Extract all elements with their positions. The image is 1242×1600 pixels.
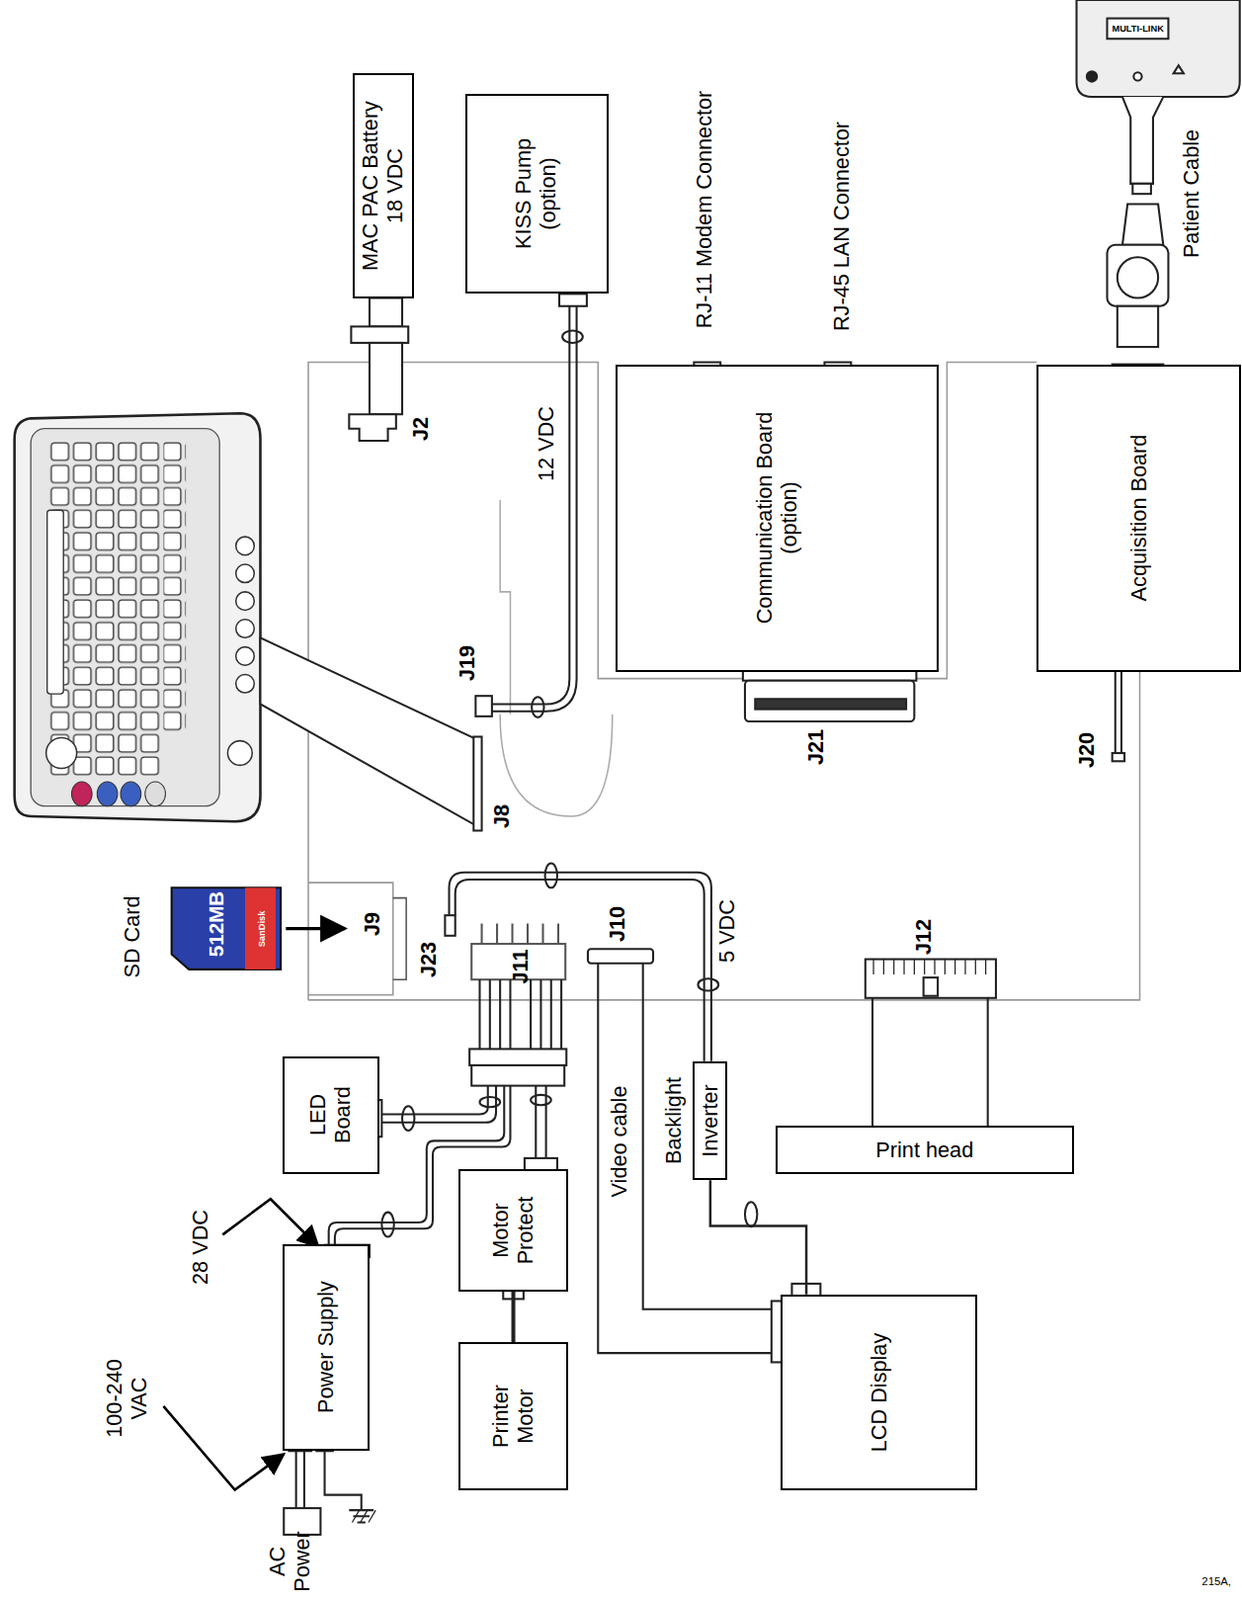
board-box: Acquisition Board: [1036, 364, 1242, 672]
motor-box: Printer Motor: [458, 1341, 570, 1491]
cable-connector: [710, 1179, 807, 1294]
main-board: [308, 362, 1141, 1000]
box-label: Power Supply: [314, 1249, 339, 1444]
box-label: Inverter: [697, 1067, 723, 1174]
capacity-label: 512MB: [204, 882, 229, 965]
connector-name: J9: [360, 898, 386, 950]
connector-name: J20: [1075, 719, 1100, 781]
j9-slot: [308, 882, 407, 995]
connector-name: J11: [507, 935, 533, 997]
connector-name: J21: [804, 716, 829, 778]
connector-name: J23: [415, 928, 441, 991]
box-label: Communication Board (option): [752, 400, 803, 636]
j8-connector: [473, 736, 482, 830]
box-label: Print head: [781, 1137, 1068, 1162]
part-label: Patient Cable: [1179, 106, 1205, 281]
connector-name: J8: [490, 785, 515, 847]
display-box: LCD Display: [780, 1294, 978, 1491]
connector-label: RJ-45 LAN Connector: [829, 93, 855, 360]
battery-box: MAC PAC Battery 18 VDC: [352, 73, 414, 298]
box-label: LED Board: [306, 1076, 356, 1154]
keyboard: [14, 413, 261, 822]
box-label: Backlight: [661, 1067, 686, 1174]
sd-card: [171, 887, 346, 970]
board-box: Communication Board (option): [615, 364, 939, 672]
box-label: KISS Pump (option): [511, 127, 562, 260]
connector-label: RJ-11 Modem Connector: [691, 66, 717, 352]
figure-number: 215A,: [1185, 1574, 1242, 1588]
pump-cable: [475, 293, 587, 717]
cable-connector: [511, 1291, 516, 1343]
connector-name: J19: [455, 632, 481, 694]
backlight-cable: [444, 863, 719, 1062]
supply-box: Power Supply: [282, 1243, 370, 1450]
box-label: Acquisition Board: [1126, 390, 1152, 646]
pump-box: KISS Pump (option): [465, 93, 609, 294]
part-label: SD Card: [120, 880, 146, 994]
power-label: AC Power: [265, 1520, 316, 1600]
connector-name: J12: [910, 906, 936, 968]
brand-label: SanDisk: [256, 893, 268, 965]
print-head-box: Print head: [775, 1125, 1075, 1174]
box-label: MAC PAC Battery 18 VDC: [358, 88, 409, 283]
ac-power: [283, 1436, 376, 1535]
brand-label: MULTI-LINK: [1107, 23, 1169, 35]
board-box: LED Board: [282, 1056, 380, 1174]
module-box: Motor Protect: [458, 1168, 570, 1292]
connector-name: J10: [604, 893, 630, 955]
cable-label: Video cable: [606, 1069, 632, 1213]
battery-cable: [348, 297, 409, 441]
box-label: LCD Display: [866, 1300, 892, 1485]
voltage-label: 5 VDC: [715, 884, 741, 977]
print-head-wires: [865, 959, 996, 1126]
voltage-label: 12 VDC: [533, 393, 559, 496]
connector-name: J2: [408, 398, 433, 460]
voltage-label: 28 VDC: [188, 1196, 214, 1299]
ribbon-cable: [260, 637, 479, 827]
box-label: Printer Motor: [489, 1367, 539, 1465]
inverter-box: BacklightInverter: [692, 1061, 728, 1180]
box-label: Motor Protect: [489, 1181, 539, 1279]
patient-cable: [1076, 0, 1241, 347]
voltage-label: 100-240 VAC: [102, 1352, 153, 1445]
